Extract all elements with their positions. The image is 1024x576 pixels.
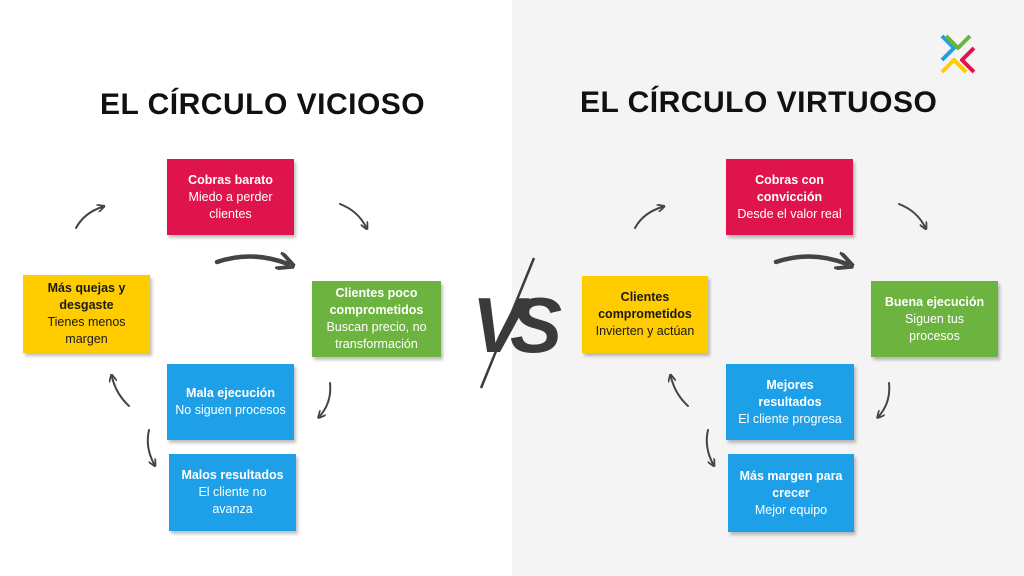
card-body: Siguen tus procesos [904, 311, 965, 343]
vicious-circle-title: EL CÍRCULO VICIOSO [100, 88, 426, 121]
card-body: Mejor equipo [754, 502, 828, 517]
card-cobras-barato: Cobras barato Miedo a perder clientes [167, 159, 294, 235]
card-body: Desde el valor real [737, 206, 842, 221]
card-mala-ejecucion: Mala ejecución No siguen procesos [167, 364, 294, 440]
brand-logo-icon [940, 34, 976, 74]
card-mas-margen: Más margen para crecer Mejor equipo [728, 454, 854, 532]
card-mejores-resultados: Mejores resultados El cliente progresa [726, 364, 854, 440]
card-body: Miedo a perder clientes [188, 189, 273, 221]
card-body: Tienes menos margen [47, 315, 126, 346]
card-head: Buena ejecución [884, 294, 985, 309]
card-clientes-comprometidos: Clientes comprometidos Invierten y actúa… [582, 276, 708, 353]
card-head: Mala ejecución [186, 386, 275, 400]
card-head: Cobras con convicción [755, 172, 824, 204]
virtuous-circle-title: EL CÍRCULO VIRTUOSO [580, 86, 938, 119]
card-head: Más quejas y desgaste [47, 281, 126, 312]
card-body: El cliente no avanza [198, 485, 267, 516]
card-body: Buscan precio, no transformación [326, 320, 427, 351]
card-body: El cliente progresa [738, 411, 842, 426]
card-cobras-con-conviccion: Cobras con convicción Desde el valor rea… [726, 159, 853, 235]
card-head: Clientes comprometidos [598, 290, 692, 321]
card-body: Invierten y actúan [595, 324, 695, 338]
card-mas-quejas: Más quejas y desgaste Tienes menos marge… [23, 275, 150, 353]
card-head: Cobras barato [188, 172, 273, 187]
card-malos-resultados: Malos resultados El cliente no avanza [169, 454, 296, 531]
vs-label: VS [472, 281, 562, 369]
card-head: Clientes poco comprometidos [329, 286, 424, 317]
card-head: Mejores resultados [758, 377, 822, 409]
card-head: Más margen para crecer [739, 468, 843, 500]
card-head: Malos resultados [181, 468, 284, 482]
card-buena-ejecucion: Buena ejecución Siguen tus procesos [871, 281, 998, 357]
card-clientes-poco-comprometidos: Clientes poco comprometidos Buscan preci… [312, 281, 441, 357]
card-body: No siguen procesos [175, 403, 286, 417]
